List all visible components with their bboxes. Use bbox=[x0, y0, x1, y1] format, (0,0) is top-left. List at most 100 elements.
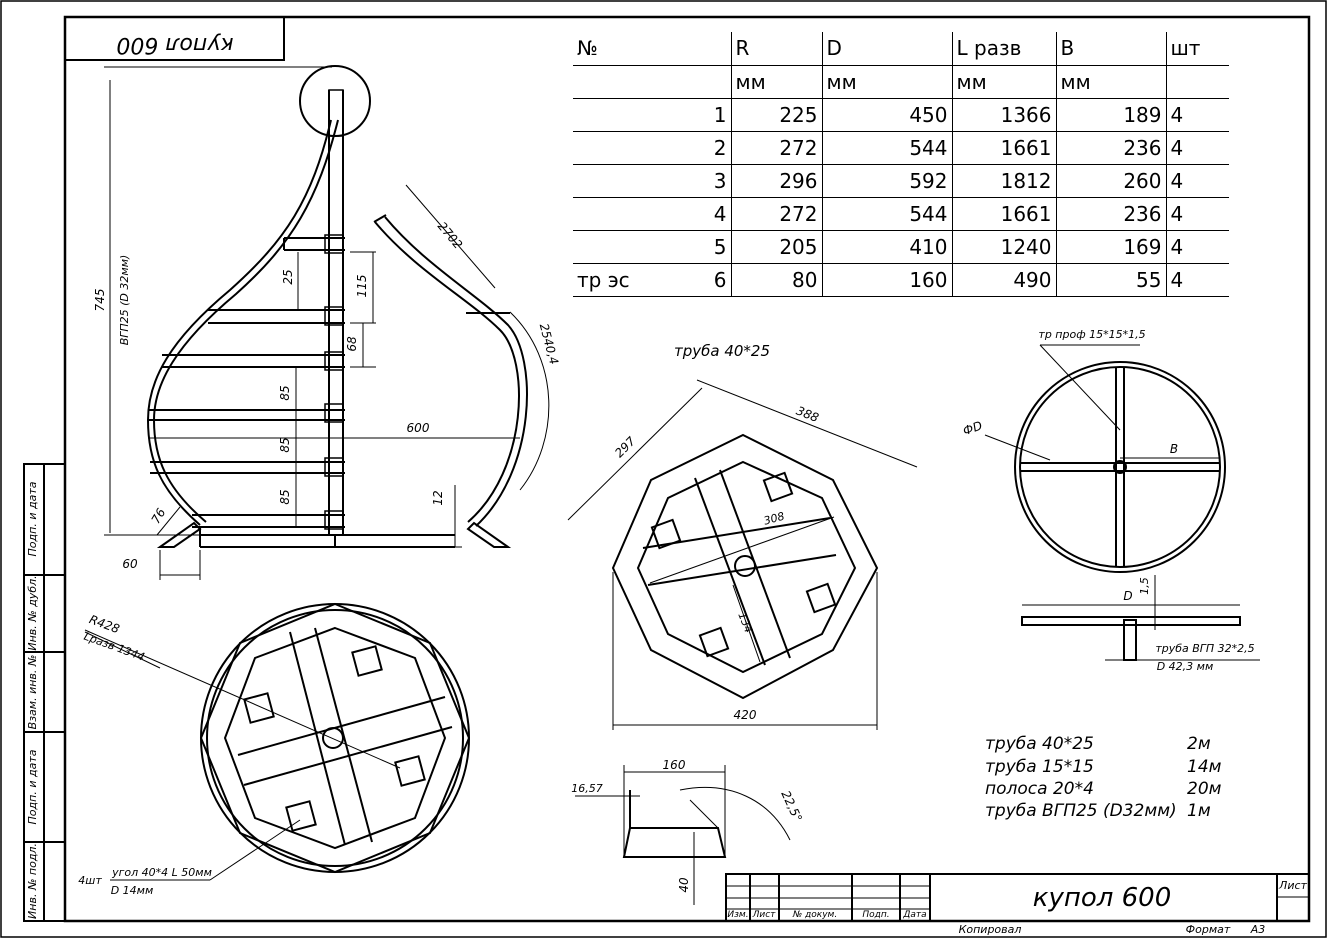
dim-388: 388 bbox=[794, 404, 821, 426]
cell-no-value: 4 bbox=[713, 201, 727, 226]
dim-85-a: 85 bbox=[278, 385, 292, 400]
material-name-3: полоса 20*4 bbox=[985, 779, 1094, 799]
title-block-name: купол 600 bbox=[1033, 883, 1172, 913]
cell-qty: 4 bbox=[1165, 97, 1229, 132]
cell-no: 3 bbox=[573, 163, 732, 198]
dim-85-c: 85 bbox=[278, 489, 292, 504]
cell-no: тр эс 6 bbox=[573, 262, 732, 297]
cell-r: 296 bbox=[730, 163, 823, 198]
label-corner-type: угол 40*4 L 50мм bbox=[111, 866, 212, 879]
cell-l: 1661 bbox=[951, 196, 1057, 231]
dim-745: 745 bbox=[93, 289, 107, 312]
ring-view bbox=[1014, 361, 1241, 661]
cell-l: 1366 bbox=[951, 97, 1057, 132]
dim-420: 420 bbox=[734, 708, 757, 722]
dim-2702: 2702 bbox=[435, 219, 465, 251]
unit-l: мм bbox=[951, 64, 1057, 99]
side-stamp-5: Инв. № подл. bbox=[26, 843, 39, 919]
cell-b: 55 bbox=[1055, 262, 1167, 297]
dim-68: 68 bbox=[345, 336, 359, 352]
header-qty: шт bbox=[1165, 32, 1229, 66]
table-row: 5 205 410 1240 169 4 bbox=[573, 229, 1229, 264]
title-block-format-value: А3 bbox=[1250, 923, 1266, 936]
cell-b: 236 bbox=[1055, 196, 1167, 231]
header-b: B bbox=[1055, 32, 1167, 66]
dim-308: 308 bbox=[762, 510, 786, 528]
table-row: тр эс 6 80 160 490 55 4 bbox=[573, 262, 1229, 297]
cell-l: 1812 bbox=[951, 163, 1057, 198]
label-prof: тр проф 15*15*1,5 bbox=[1038, 328, 1145, 341]
cell-d: 544 bbox=[821, 130, 953, 165]
cell-qty: 4 bbox=[1165, 229, 1229, 264]
spec-units-row: мм мм мм мм bbox=[573, 64, 1229, 99]
cell-d: 544 bbox=[821, 196, 953, 231]
cell-r: 225 bbox=[730, 97, 823, 132]
spec-header-row: № R D L разв B шт bbox=[573, 32, 1229, 66]
header-r: R bbox=[730, 32, 823, 66]
title-block-col-izm: Изм. bbox=[727, 910, 748, 920]
dim-25: 25 bbox=[281, 269, 295, 284]
dim-76: 76 bbox=[149, 506, 169, 527]
plan-view bbox=[199, 602, 471, 874]
title-stamp-box bbox=[64, 16, 285, 61]
cell-label: тр эс bbox=[577, 267, 630, 292]
cell-b: 189 bbox=[1055, 97, 1167, 132]
cell-b: 260 bbox=[1055, 163, 1167, 198]
title-stamp-text: купол 600 bbox=[116, 32, 233, 57]
title-block-sheet-label: Лист bbox=[1278, 879, 1307, 892]
cell-no-value: 2 bbox=[713, 135, 727, 160]
dim-115: 115 bbox=[355, 275, 369, 298]
octagon-view bbox=[611, 433, 879, 700]
material-qty-1: 2м bbox=[1187, 734, 1211, 754]
side-stamp bbox=[23, 463, 66, 922]
header-d: D bbox=[821, 32, 953, 66]
cell-l: 490 bbox=[951, 262, 1057, 297]
cell-r: 272 bbox=[730, 196, 823, 231]
plan-dimensions bbox=[84, 629, 401, 881]
cell-l: 1240 bbox=[951, 229, 1057, 264]
material-qty-3: 20м bbox=[1187, 779, 1222, 799]
unit-b: мм bbox=[1055, 64, 1167, 99]
cell-d: 450 bbox=[821, 97, 953, 132]
dim-225: 22,5° bbox=[778, 789, 805, 825]
strip-detail bbox=[622, 790, 727, 858]
header-no: № bbox=[573, 32, 732, 66]
label-pipe40: труба 40*25 bbox=[674, 342, 770, 360]
dim-pipe-label: ВГП25 (D 32мм) bbox=[118, 255, 131, 346]
cell-no-value: 5 bbox=[713, 234, 727, 259]
material-qty-2: 14м bbox=[1187, 757, 1222, 777]
octagon-dimensions bbox=[567, 379, 918, 730]
cell-d: 160 bbox=[821, 262, 953, 297]
dim-600: 600 bbox=[407, 421, 430, 435]
title-block-col-list: Лист bbox=[752, 910, 777, 920]
cell-d: 592 bbox=[821, 163, 953, 198]
cell-r: 205 bbox=[730, 229, 823, 264]
cell-qty: 4 bbox=[1165, 262, 1229, 297]
unit-no bbox=[573, 64, 732, 99]
cell-qty: 4 bbox=[1165, 163, 1229, 198]
cell-no: 2 bbox=[573, 130, 732, 165]
dim-1-5: 1,5 bbox=[1138, 577, 1151, 595]
strip-dimensions bbox=[575, 765, 791, 905]
dim-85-b: 85 bbox=[278, 437, 292, 452]
unit-qty bbox=[1165, 64, 1229, 99]
label-vgp32-d: D 42,3 мм bbox=[1157, 660, 1214, 673]
unit-d: мм bbox=[821, 64, 953, 99]
cell-b: 169 bbox=[1055, 229, 1167, 264]
cell-r: 80 bbox=[730, 262, 823, 297]
title-block-copied: Копировал bbox=[959, 923, 1022, 936]
cell-qty: 4 bbox=[1165, 130, 1229, 165]
dim-160: 160 bbox=[663, 758, 686, 772]
title-block-col-sign: Подп. bbox=[862, 910, 889, 920]
cell-no: 5 bbox=[573, 229, 732, 264]
side-stamp-4: Подп. и дата bbox=[26, 749, 39, 824]
material-qty-4: 1м bbox=[1187, 801, 1211, 821]
side-view bbox=[146, 65, 528, 548]
cell-no-value: 6 bbox=[713, 267, 727, 292]
dim-60: 60 bbox=[122, 557, 138, 571]
spec-table: № R D L разв B шт мм мм мм мм 1 225 450 … bbox=[573, 32, 1229, 297]
material-name-2: труба 15*15 bbox=[985, 757, 1094, 777]
title-block-col-doc: № докум. bbox=[792, 910, 837, 920]
label-B: В bbox=[1170, 442, 1178, 456]
